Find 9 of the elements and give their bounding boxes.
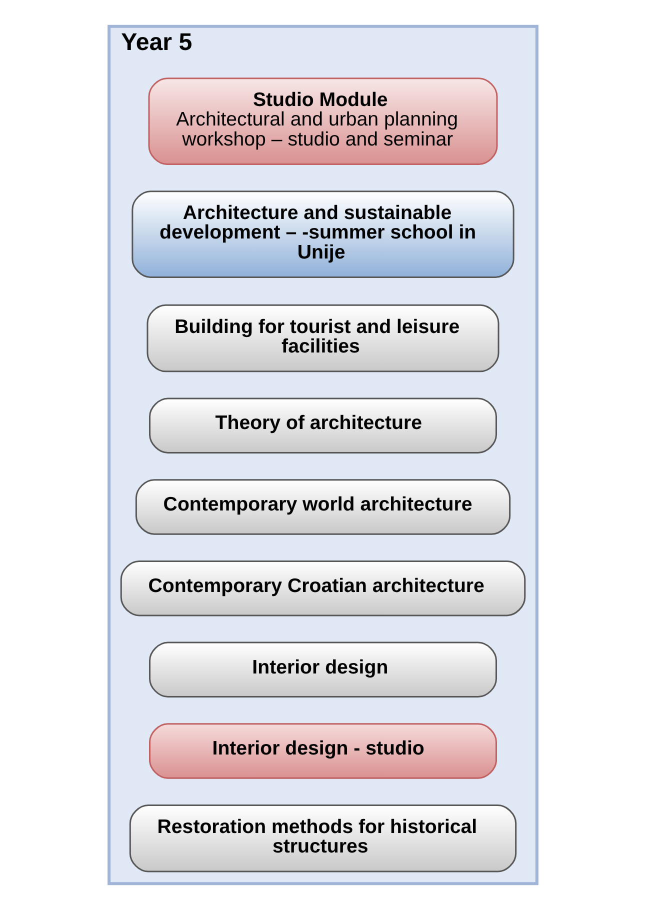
node-box: Restoration methods for historical structures xyxy=(129,804,517,872)
node-box: Contemporary world architecture xyxy=(135,479,511,535)
node-box: Building for tourist and leisure facilities xyxy=(146,304,500,372)
node-box: Interior design xyxy=(149,642,497,698)
node-box: Architecture and sustainable development – -summer school in Unije xyxy=(132,190,514,278)
node-box: Studio Module Architectural and urban planning workshop – studio and seminar xyxy=(148,78,498,165)
node-box: Contemporary Croatian architecture xyxy=(120,560,526,616)
node-box: Interior design - studio xyxy=(149,723,497,779)
node-box: Theory of architecture xyxy=(149,398,497,454)
